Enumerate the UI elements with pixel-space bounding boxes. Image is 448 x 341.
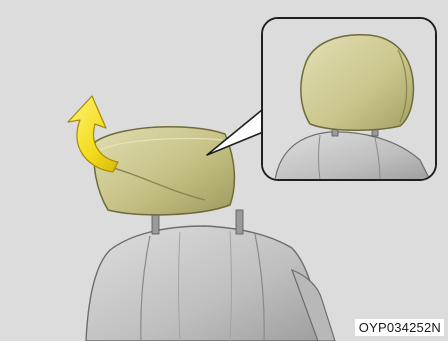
callout-inset [262, 18, 436, 180]
figure-code-label: OYP034252N [355, 319, 444, 336]
headrest-main [94, 127, 234, 215]
